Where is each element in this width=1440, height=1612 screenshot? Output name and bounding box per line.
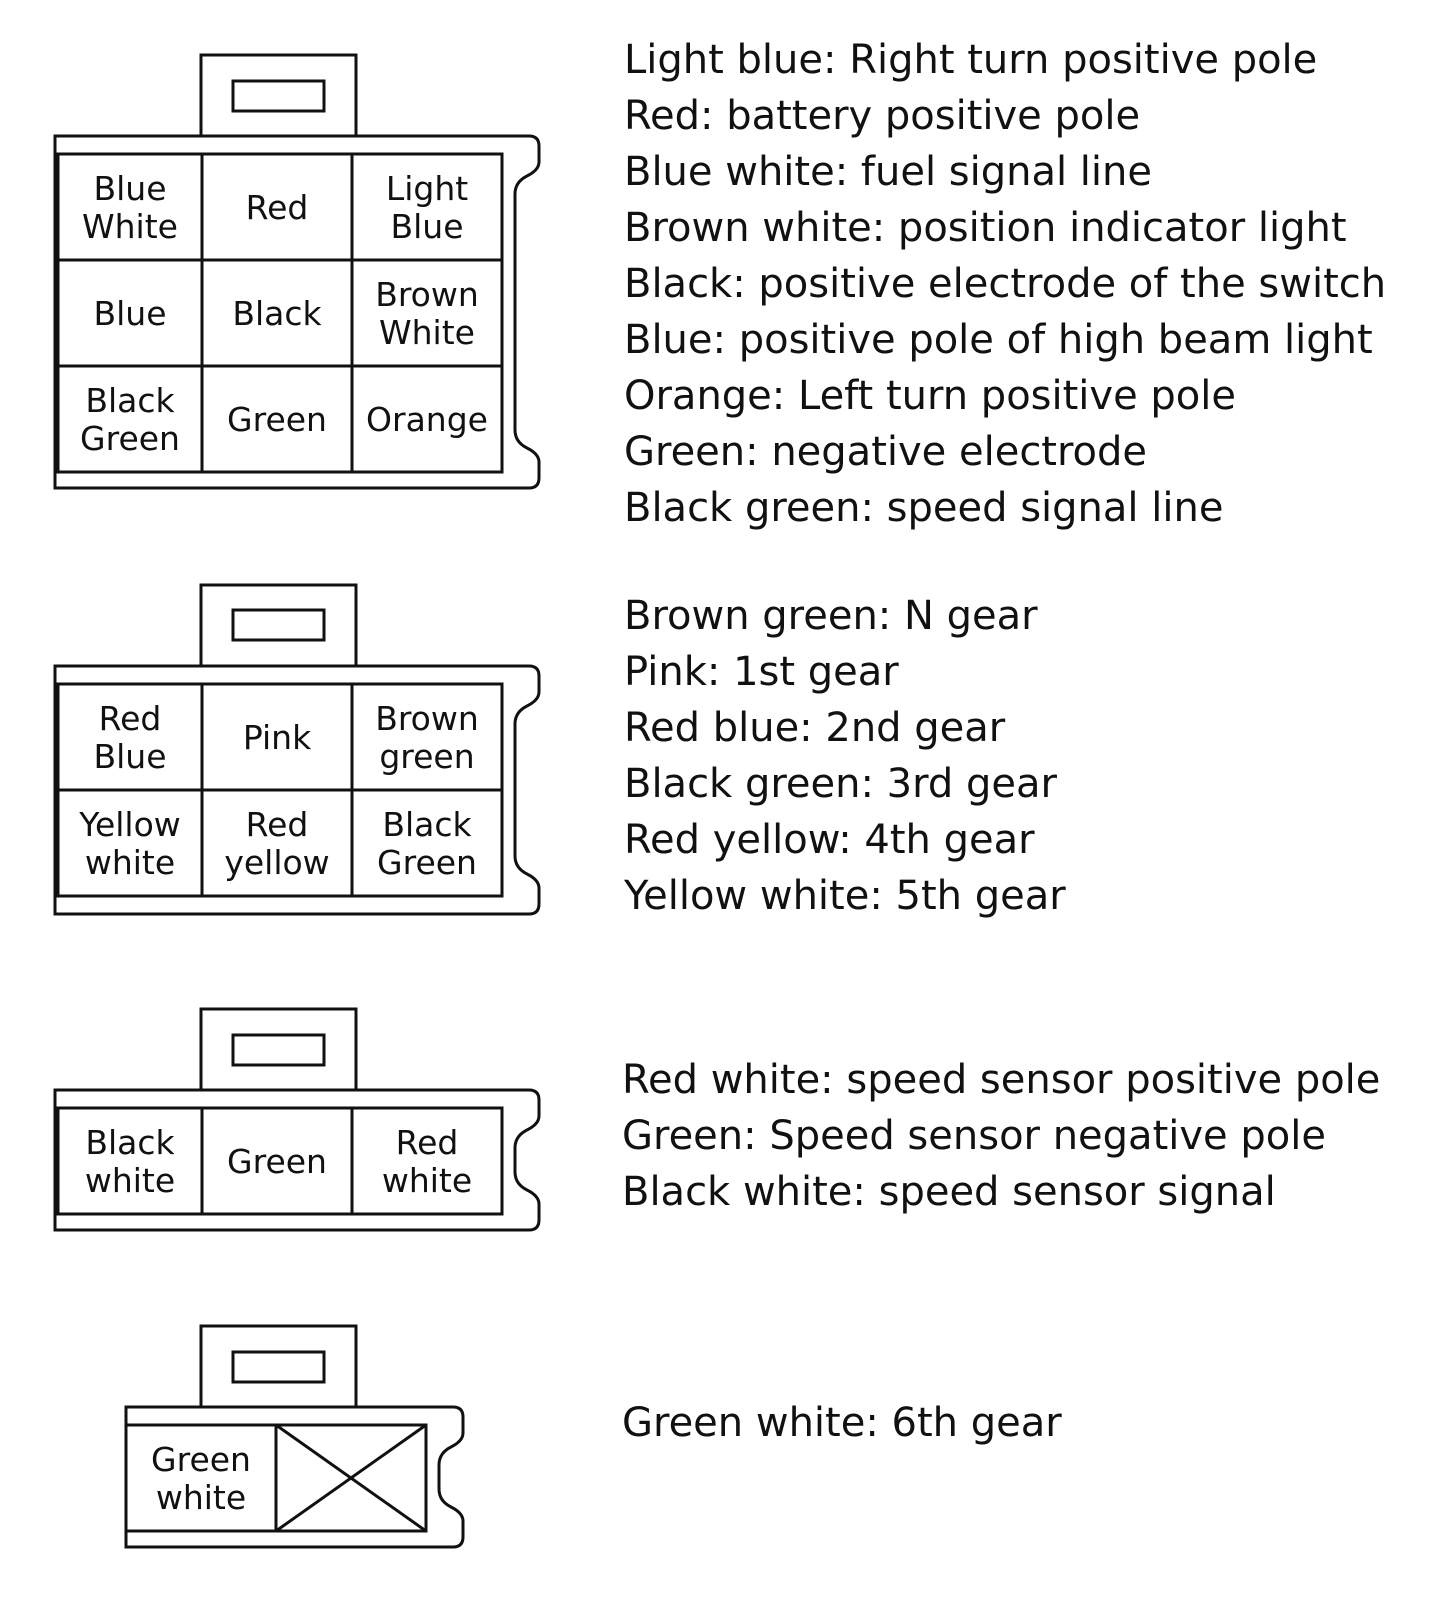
pin-cell — [350, 1106, 504, 1216]
legend-item: Blue: positive pole of high beam light — [624, 317, 1373, 363]
pin-label: Red — [99, 699, 162, 738]
pin-label: Green — [227, 1142, 327, 1181]
pin-label: white — [85, 843, 175, 882]
pin-label: White — [82, 207, 178, 246]
legend-item: Orange: Left turn positive pole — [624, 373, 1236, 419]
pin-label: white — [382, 1161, 472, 1200]
pin-label: Black — [85, 381, 175, 420]
connector-housing — [124, 1405, 465, 1549]
empty-pin-cross — [275, 1423, 427, 1533]
legend-item: Yellow white: 5th gear — [624, 873, 1066, 919]
latch-tab — [199, 583, 358, 668]
pin-label: White — [379, 313, 475, 352]
pin-label: Green — [80, 419, 180, 458]
pin-label: white — [156, 1478, 246, 1517]
pin-label: Pink — [243, 718, 312, 757]
pin-label: Green — [151, 1440, 251, 1479]
legend-3pin: Red white: speed sensor positive pole Gr… — [622, 1052, 1380, 1220]
pin-cell — [350, 364, 504, 474]
latch-tab — [199, 53, 358, 138]
pin-label: white — [85, 1161, 175, 1200]
pin-cell — [274, 1423, 428, 1533]
legend-item: Red white: speed sensor positive pole — [622, 1057, 1381, 1103]
connector-housing — [53, 134, 541, 490]
legend-6pin: Brown green: N gear Pink: 1st gear Red b… — [624, 588, 1066, 924]
pin-label: Blue — [93, 737, 166, 776]
legend-item: Black: positive electrode of the switch — [624, 261, 1387, 307]
latch-slot — [231, 1350, 326, 1384]
legend-item: Black green: 3rd gear — [624, 761, 1057, 807]
pin-cell — [350, 788, 504, 898]
latch-slot — [231, 608, 326, 642]
pin-label: Black — [232, 294, 322, 333]
legend-item: Light blue: Right turn positive pole — [624, 37, 1318, 83]
legend-item: Blue white: fuel signal line — [624, 149, 1152, 195]
connector-housing — [53, 664, 541, 916]
pin-label: Blue — [390, 207, 463, 246]
legend-item: Black white: speed sensor signal — [622, 1169, 1276, 1215]
pin-label: yellow — [224, 843, 329, 882]
latch-tab — [199, 1007, 358, 1092]
legend-item: Pink: 1st gear — [624, 649, 899, 695]
pin-label: Brown — [375, 699, 479, 738]
latch-slot — [231, 79, 326, 113]
pin-label: Blue — [93, 294, 166, 333]
legend-9pin: Light blue: Right turn positive pole Red… — [624, 32, 1386, 536]
pin-label: Black — [382, 805, 472, 844]
pin-label: Light — [386, 169, 468, 208]
legend-item: Red blue: 2nd gear — [624, 705, 1006, 751]
pin-label: Red — [246, 805, 309, 844]
pin-label: Green — [377, 843, 477, 882]
legend-item: Red yellow: 4th gear — [624, 817, 1035, 863]
pin-label: Orange — [366, 400, 488, 439]
pin-label: Brown — [375, 275, 479, 314]
legend-item: Brown white: position indicator light — [624, 205, 1347, 251]
legend-item: Green: Speed sensor negative pole — [622, 1113, 1326, 1159]
legend-item: Black green: speed signal line — [624, 485, 1224, 531]
pin-label: Blue — [93, 169, 166, 208]
latch-slot — [231, 1033, 326, 1067]
legend-item: Green white: 6th gear — [622, 1400, 1062, 1446]
connector-housing — [53, 1088, 541, 1232]
pin-label: Black — [85, 1123, 175, 1162]
legend-item: Red: battery positive pole — [624, 93, 1141, 139]
legend-item: Green: negative electrode — [624, 429, 1148, 475]
pin-label: Green — [227, 400, 327, 439]
pin-label: Yellow — [78, 805, 181, 844]
pin-label: green — [379, 737, 474, 776]
pin-label: Red — [246, 188, 309, 227]
legend-item: Brown green: N gear — [624, 593, 1038, 639]
pin-label: Red — [396, 1123, 459, 1162]
latch-tab — [199, 1324, 358, 1409]
legend-2pin: Green white: 6th gear — [622, 1395, 1062, 1451]
